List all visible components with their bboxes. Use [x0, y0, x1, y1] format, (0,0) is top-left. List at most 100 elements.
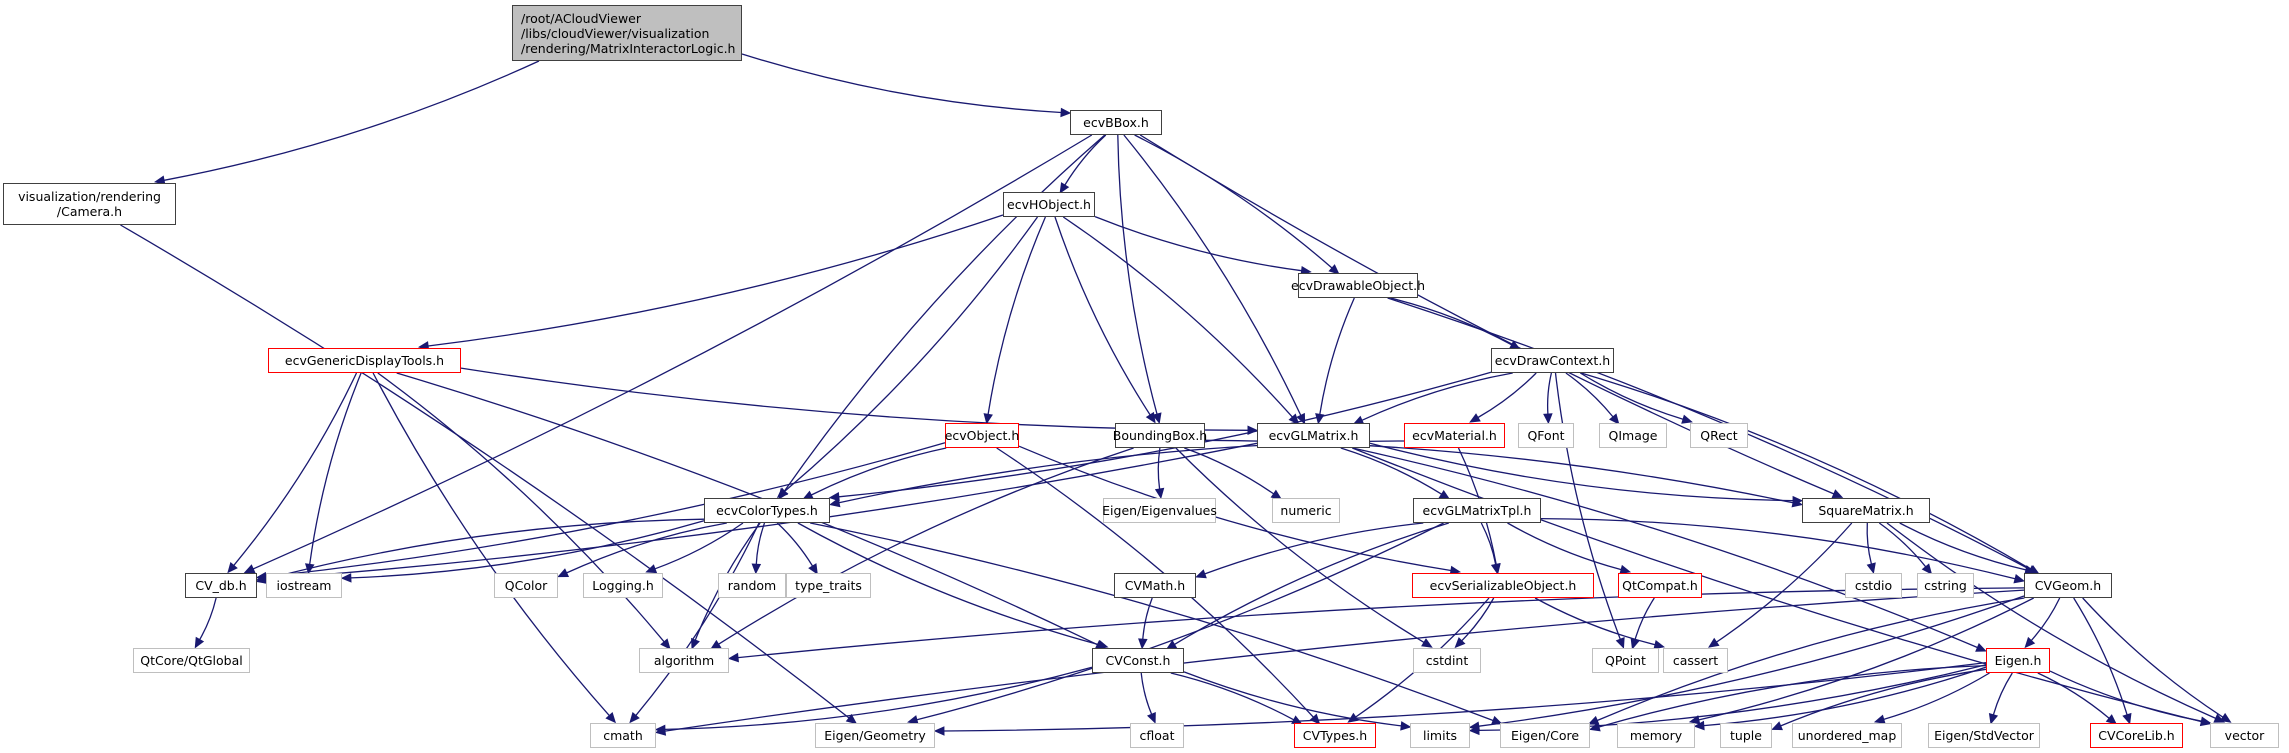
- edge-boundingbox-to-cstdint: [1175, 447, 1425, 643]
- edge-hobject-to-boundingbox: [1054, 216, 1151, 416]
- arrowhead-icon: [1688, 715, 1701, 725]
- arrowhead-icon: [691, 637, 700, 650]
- file-node-cvgeom[interactable]: CVGeom.h: [2024, 573, 2112, 598]
- arrowhead-icon: [1468, 725, 1480, 736]
- file-node-typetraits[interactable]: type_traits: [786, 573, 871, 598]
- file-node-iostream[interactable]: iostream: [266, 573, 342, 598]
- arrowhead-icon: [1831, 489, 1844, 499]
- file-node-cstdint[interactable]: cstdint: [1413, 648, 1481, 673]
- arrowhead-icon: [1247, 425, 1259, 436]
- edge-colortypes-to-cmath: [635, 522, 760, 716]
- file-node-cstdio[interactable]: cstdio: [1845, 573, 1902, 598]
- edge-cvgeom-to-algorithm: [737, 587, 2025, 659]
- file-node-colortypes[interactable]: ecvColorTypes.h: [704, 498, 830, 523]
- file-node-cvtypes[interactable]: CVTypes.h: [1294, 723, 1376, 748]
- arrowhead-icon: [2013, 574, 2025, 584]
- edge-object-to-colortypes: [811, 447, 947, 496]
- file-node-cvconst[interactable]: CVConst.h: [1092, 648, 1184, 673]
- arrowhead-icon: [1152, 412, 1162, 424]
- edge-glmatrix-to-glmatrixtpl: [1340, 447, 1442, 495]
- arrowhead-icon: [2024, 565, 2036, 575]
- edge-serializable-to-cstdint: [1461, 597, 1495, 642]
- arrowhead-icon: [1693, 720, 1705, 731]
- file-node-material[interactable]: ecvMaterial.h: [1404, 423, 1505, 448]
- file-node-qcolor[interactable]: QColor: [494, 573, 558, 598]
- edge-eigenh-to-vector: [2049, 670, 2202, 722]
- edge-colortypes-to-cvconst: [797, 522, 1099, 646]
- file-node-qfont[interactable]: QFont: [1518, 423, 1574, 448]
- file-node-camera[interactable]: visualization/rendering /Camera.h: [3, 183, 176, 225]
- file-node-qtglobal[interactable]: QtCore/QtGlobal: [133, 648, 250, 673]
- file-node-glmatrix[interactable]: ecvGLMatrix.h: [1257, 423, 1370, 448]
- edge-boundingbox-to-eigenvalues: [1157, 447, 1161, 490]
- edge-eigenh-to-eigencore: [1598, 664, 1987, 728]
- file-node-vector[interactable]: vector: [2210, 723, 2279, 748]
- file-node-eigenstdvec[interactable]: Eigen/StdVector: [1928, 723, 2040, 748]
- file-node-qpoint[interactable]: QPoint: [1592, 648, 1659, 673]
- arrowhead-icon: [1873, 714, 1886, 724]
- arrowhead-icon: [1469, 413, 1481, 423]
- edge-drawctx-to-qimage: [1565, 372, 1614, 418]
- file-node-cvmath[interactable]: CVMath.h: [1114, 573, 1196, 598]
- file-node-cvdb[interactable]: CV_db.h: [185, 573, 257, 598]
- edge-bbox-to-boundingbox: [1117, 134, 1158, 415]
- arrowhead-icon: [1587, 715, 1600, 725]
- file-node-qtcompat[interactable]: QtCompat.h: [1618, 573, 1702, 598]
- arrowhead-icon: [933, 726, 945, 736]
- file-node-cvcorelib[interactable]: CVCoreLib.h: [2090, 723, 2183, 748]
- file-node-limits[interactable]: limits: [1410, 723, 1470, 748]
- file-node-eigencore[interactable]: Eigen/Core: [1500, 723, 1590, 748]
- edge-cvmath-to-cvconst: [1142, 597, 1153, 640]
- edge-cvconst-to-cmath: [664, 666, 1093, 731]
- file-node-cfloat[interactable]: cfloat: [1130, 723, 1184, 748]
- file-node-cassert[interactable]: cassert: [1663, 648, 1728, 673]
- file-node-cstring[interactable]: cstring: [1917, 573, 1974, 598]
- file-node-random[interactable]: random: [718, 573, 786, 598]
- edge-cvconst-to-limits: [1183, 671, 1402, 727]
- edge-glmatrixtpl-to-cvconst: [1174, 522, 1449, 645]
- file-node-hobject[interactable]: ecvHObject.h: [1003, 192, 1095, 217]
- edge-cvdb-to-qtglobal: [199, 597, 217, 640]
- edge-drawctx-to-cvgeom: [1580, 372, 2032, 570]
- file-node-eigenh[interactable]: Eigen.h: [1986, 648, 2050, 673]
- arrowhead-icon: [727, 652, 739, 663]
- arrowhead-icon: [1288, 413, 1300, 425]
- edge-hobject-to-object: [987, 216, 1046, 415]
- edge-cvgeom-to-vector: [2082, 597, 2224, 718]
- file-node-eigenvalues[interactable]: Eigen/Eigenvalues: [1102, 498, 1217, 523]
- edge-drawctx-to-qpoint: [1554, 372, 1621, 640]
- arrowhead-icon: [1059, 182, 1070, 194]
- file-node-drawctx[interactable]: ecvDrawContext.h: [1491, 348, 1614, 373]
- edge-glmatrixtpl-to-qtcompat: [1507, 522, 1622, 571]
- file-node-cmath[interactable]: cmath: [590, 723, 656, 748]
- edge-colortypes-to-random: [755, 522, 766, 565]
- file-node-glmatrixtpl[interactable]: ecvGLMatrixTpl.h: [1413, 498, 1541, 523]
- edge-object-to-cvdb: [265, 442, 946, 578]
- file-node-numeric[interactable]: numeric: [1272, 498, 1340, 523]
- file-node-tuple[interactable]: tuple: [1720, 723, 1772, 748]
- file-node-gendisp[interactable]: ecvGenericDisplayTools.h: [268, 348, 461, 373]
- file-node-bbox[interactable]: ecvBBox.h: [1070, 110, 1162, 135]
- file-node-squarematrix[interactable]: SquareMatrix.h: [1802, 498, 1930, 523]
- edge-drawctx-to-qfont: [1546, 372, 1553, 415]
- file-node-object[interactable]: ecvObject.h: [945, 423, 1019, 448]
- file-node-qrect[interactable]: QRect: [1690, 423, 1748, 448]
- file-node-drawable[interactable]: ecvDrawableObject.h: [1291, 273, 1425, 298]
- file-node-eigengeom[interactable]: Eigen/Geometry: [815, 723, 935, 748]
- file-node-unorderedmap[interactable]: unordered_map: [1792, 723, 1902, 748]
- edge-material-to-colortypes: [838, 440, 1405, 504]
- arrowhead-icon: [1490, 563, 1501, 575]
- file-node-boundingbox[interactable]: BoundingBox.h: [1113, 423, 1207, 448]
- arrowhead-icon: [2122, 712, 2132, 725]
- arrowhead-icon: [1154, 487, 1165, 500]
- arrowhead-icon: [256, 574, 268, 584]
- file-node-logging[interactable]: Logging.h: [583, 573, 663, 598]
- edge-colortypes-to-logging: [654, 522, 744, 570]
- edge-eigenh-to-limits: [1478, 664, 1987, 732]
- file-node-qimage[interactable]: QImage: [1599, 423, 1667, 448]
- file-node-serializable[interactable]: ecvSerializableObject.h: [1412, 573, 1594, 598]
- edge-eigenh-to-memory: [1703, 666, 1987, 727]
- file-node-memory[interactable]: memory: [1617, 723, 1695, 748]
- file-node-algorithm[interactable]: algorithm: [639, 648, 729, 673]
- arrowhead-icon: [227, 562, 238, 574]
